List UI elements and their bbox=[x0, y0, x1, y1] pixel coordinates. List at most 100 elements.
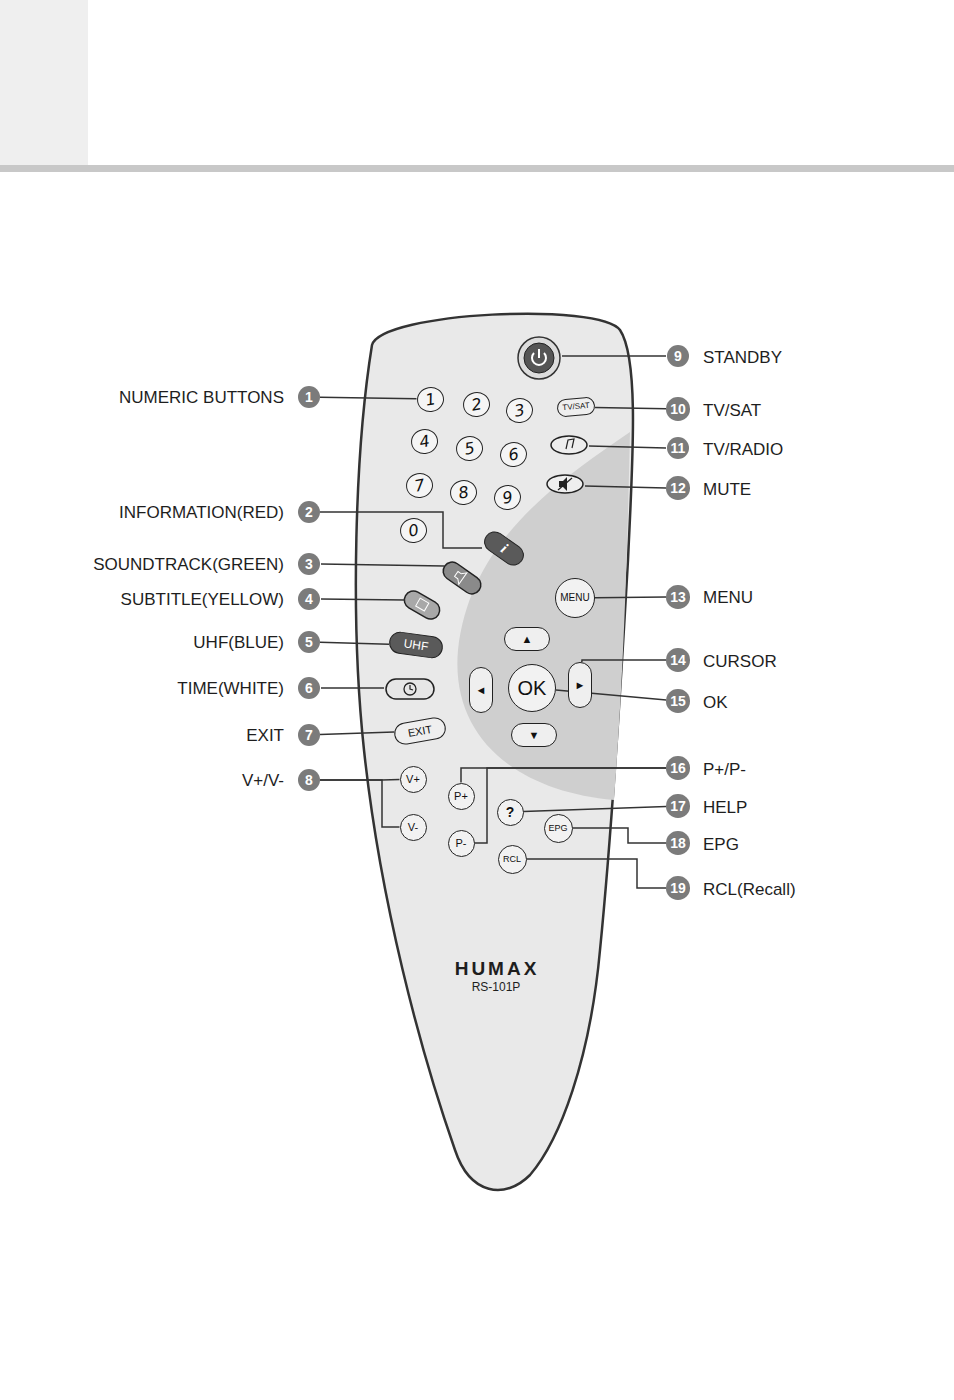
ok-button: OK bbox=[508, 664, 556, 712]
leader-line bbox=[321, 356, 666, 688]
callout-number: 2 bbox=[298, 501, 320, 523]
button-text: 4 bbox=[305, 592, 313, 606]
button-text: TV/SAT bbox=[562, 402, 590, 412]
time-button bbox=[386, 679, 434, 699]
callout-number: 1 bbox=[298, 386, 320, 408]
button-text: 10 bbox=[670, 402, 686, 416]
cursor-button: ► bbox=[568, 662, 592, 708]
numeric-button: 0 bbox=[398, 515, 429, 544]
button-text: MENU bbox=[560, 593, 589, 603]
callout-number: 6 bbox=[298, 677, 320, 699]
program-button: P+ bbox=[448, 783, 475, 810]
callout-number: 19 bbox=[666, 876, 690, 900]
leader-line bbox=[320, 642, 389, 644]
callout-label: MENU bbox=[703, 589, 753, 606]
volume-button: V- bbox=[400, 814, 427, 841]
cursor-button: ▲ bbox=[504, 627, 550, 651]
soundtrack-button bbox=[440, 559, 485, 598]
numeric-button: 5 bbox=[454, 433, 485, 462]
button-text: 3 bbox=[513, 401, 526, 419]
callout-number: 13 bbox=[666, 585, 690, 609]
header-block bbox=[0, 0, 88, 165]
button-text: 2 bbox=[305, 505, 313, 519]
button-text: 11 bbox=[671, 441, 686, 455]
callout-number: 5 bbox=[298, 631, 320, 653]
callout-label: SUBTITLE(YELLOW) bbox=[121, 591, 284, 608]
button-text: 3 bbox=[305, 557, 313, 571]
button-text: V- bbox=[408, 822, 418, 833]
callout-number: 12 bbox=[666, 476, 690, 500]
button-text: 19 bbox=[670, 881, 686, 895]
button-text: EXIT bbox=[407, 723, 433, 738]
leader-line bbox=[320, 512, 482, 548]
button-text: P+ bbox=[454, 791, 468, 802]
callout-number: 16 bbox=[666, 756, 690, 780]
remote-body bbox=[356, 314, 633, 1190]
leader-line bbox=[320, 732, 394, 735]
numeric-button: 9 bbox=[492, 482, 523, 511]
numeric-button: 7 bbox=[404, 470, 435, 499]
button-text: V+ bbox=[406, 774, 420, 785]
button-text: P- bbox=[456, 838, 467, 849]
leader-line bbox=[595, 407, 666, 408]
button-text: i bbox=[498, 541, 510, 556]
callout-number: 11 bbox=[667, 437, 690, 460]
numeric-button: 8 bbox=[448, 477, 479, 506]
cursor-button: ▼ bbox=[511, 723, 557, 747]
button-text: OK bbox=[518, 678, 547, 698]
exit-button: EXIT bbox=[392, 716, 447, 747]
callout-label: SOUNDTRACK(GREEN) bbox=[93, 556, 284, 573]
leader-line bbox=[461, 768, 666, 783]
leader-line bbox=[524, 806, 667, 811]
button-text: 18 bbox=[670, 836, 686, 850]
callout-number: 15 bbox=[666, 689, 690, 713]
button-text: 1 bbox=[305, 390, 313, 404]
callout-label: HELP bbox=[703, 799, 747, 816]
callout-number: 4 bbox=[298, 588, 320, 610]
button-text: ▼ bbox=[529, 730, 540, 741]
button-text: 13 bbox=[670, 590, 686, 604]
callout-label: TIME(WHITE) bbox=[177, 680, 284, 697]
volume-button: V+ bbox=[400, 766, 427, 793]
callout-number: 18 bbox=[666, 831, 690, 855]
callout-label: RCL(Recall) bbox=[703, 881, 796, 898]
callout-label: MUTE bbox=[703, 481, 751, 498]
button-text: ◄ bbox=[476, 685, 487, 696]
button-text: RCL bbox=[503, 855, 521, 864]
callout-label: OK bbox=[703, 694, 728, 711]
button-text: UHF bbox=[403, 637, 429, 652]
mute-button bbox=[547, 475, 583, 493]
callout-label: UHF(BLUE) bbox=[193, 634, 284, 651]
leader-line bbox=[573, 828, 667, 843]
header-bar bbox=[0, 165, 954, 172]
leader-line bbox=[320, 780, 400, 827]
brand-name: HUMAX bbox=[455, 959, 540, 978]
button-text: 4 bbox=[418, 432, 431, 450]
numeric-button: 6 bbox=[498, 439, 529, 468]
button-text: 0 bbox=[407, 521, 420, 539]
button-text: 9 bbox=[674, 349, 682, 363]
button-text: ▲ bbox=[522, 634, 533, 645]
button-text: 9 bbox=[501, 488, 514, 506]
callout-number: 10 bbox=[666, 397, 690, 421]
callout-label: TV/RADIO bbox=[703, 441, 783, 458]
help-button: ? bbox=[497, 799, 524, 826]
button-text: 6 bbox=[305, 681, 313, 695]
button-text: 1 bbox=[424, 390, 437, 408]
callout-label: P+/P- bbox=[703, 761, 746, 778]
leader-line bbox=[582, 660, 666, 662]
button-text: 15 bbox=[670, 694, 686, 708]
numeric-button: 1 bbox=[415, 384, 446, 413]
callout-label: TV/SAT bbox=[703, 402, 761, 419]
callout-label: EPG bbox=[703, 836, 739, 853]
standby-button bbox=[518, 337, 560, 379]
uhf-button: UHF bbox=[388, 630, 445, 659]
button-text: 5 bbox=[305, 635, 313, 649]
button-text: 2 bbox=[470, 395, 483, 413]
callout-number: 8 bbox=[298, 769, 320, 791]
button-text: 12 bbox=[670, 481, 686, 495]
callout-label: STANDBY bbox=[703, 349, 782, 366]
callout-label: CURSOR bbox=[703, 653, 777, 670]
cursor-button: ◄ bbox=[469, 667, 493, 713]
